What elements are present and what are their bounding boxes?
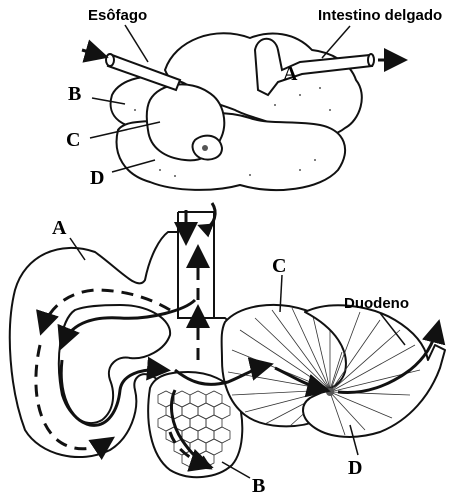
top-label-b: B <box>68 83 81 105</box>
top-label-c: C <box>66 129 80 151</box>
top-figure: Esôfago Intestino delgado A B C D <box>66 7 442 190</box>
bottom-label-duodeno: Duodeno <box>344 295 409 312</box>
top-inflow-arrow <box>82 50 103 56</box>
bottom-figure: A C Duodeno B D <box>10 203 445 496</box>
bottom-label-b: B <box>252 475 265 496</box>
top-label-intestino: Intestino delgado <box>318 7 442 24</box>
bottom-label-c: C <box>272 255 286 277</box>
bottom-label-a: A <box>52 217 67 239</box>
top-label-esofago: Esôfago <box>88 7 147 24</box>
bottom-label-d: D <box>348 457 362 479</box>
top-label-d: D <box>90 167 104 189</box>
top-label-a: A <box>283 63 298 85</box>
